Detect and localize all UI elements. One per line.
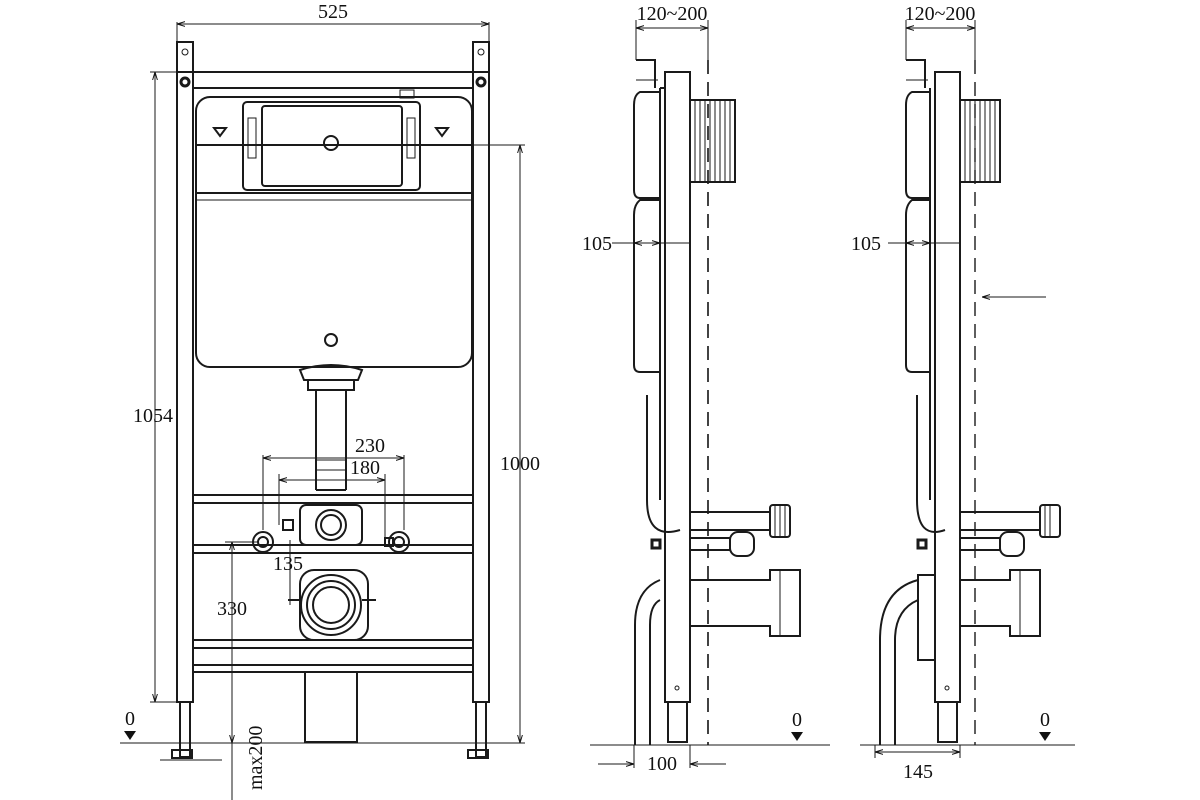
drain-outlet	[288, 569, 376, 641]
dim-side-b-145: 145	[903, 761, 933, 783]
side-a-post	[664, 71, 691, 703]
svg-text:0: 0	[792, 709, 802, 731]
side-view-a: 120~200 105 100 0	[582, 3, 830, 775]
dim-side-a-100: 100	[647, 753, 677, 775]
floor-mark-side-b: 0	[1039, 709, 1051, 741]
dim-leg-max: max200	[245, 726, 267, 790]
drain-pipe	[304, 671, 358, 743]
svg-text:0: 0	[1040, 709, 1050, 731]
flush-outlet	[299, 504, 363, 546]
dim-fixing-230: 230	[355, 435, 385, 457]
side-view-b: 120~200 105 145 0	[851, 3, 1075, 783]
dim-frame-height: 1054	[133, 405, 173, 427]
dim-side-a-105: 105	[582, 233, 612, 255]
dim-frame-width: 525	[318, 1, 348, 23]
dim-inlet-135: 135	[273, 553, 303, 575]
dim-side-b-105: 105	[851, 233, 881, 255]
cistern-tank	[195, 89, 473, 391]
fixing-point-right	[388, 531, 410, 553]
dim-side-a-depth: 120~200	[637, 3, 708, 25]
dim-side-b-depth: 120~200	[905, 3, 976, 25]
dim-fixing-180: 180	[350, 457, 380, 479]
dim-tank-height: 1000	[500, 453, 540, 475]
floor-mark-side-a: 0	[791, 709, 803, 741]
frame	[171, 41, 490, 759]
floor-mark-front: 0	[124, 708, 136, 744]
dim-drain-330: 330	[217, 598, 247, 620]
side-a-sleeve	[689, 99, 736, 183]
side-b-post	[934, 71, 961, 703]
svg-text:0: 0	[125, 708, 135, 730]
front-view: 525 1054 1000 230 180 135	[120, 1, 540, 800]
flush-pipe	[315, 390, 347, 491]
